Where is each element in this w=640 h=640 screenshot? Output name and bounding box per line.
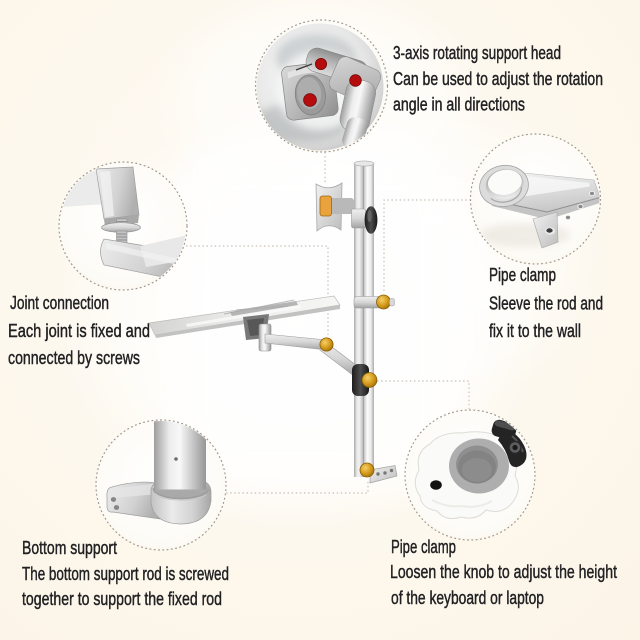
- svg-text:of the keyboard or laptop: of the keyboard or laptop: [391, 587, 544, 608]
- svg-text:together to support the fixed: together to support the fixed rod: [22, 588, 222, 609]
- svg-text:Pipe clamp: Pipe clamp: [489, 264, 556, 285]
- svg-text:The bottom support rod is scre: The bottom support rod is screwed: [22, 563, 229, 584]
- svg-text:Sleeve the rod and: Sleeve the rod and: [489, 293, 603, 314]
- svg-text:connected by screws: connected by screws: [8, 347, 140, 368]
- svg-text:Loosen the knob to adjust the: Loosen the knob to adjust the height: [390, 561, 618, 582]
- svg-text:Pipe clamp: Pipe clamp: [391, 536, 456, 557]
- svg-text:Each joint is fixed and: Each joint is fixed and: [8, 320, 150, 341]
- svg-text:Joint connection: Joint connection: [10, 292, 109, 313]
- svg-text:angle in all directions: angle in all directions: [393, 94, 525, 115]
- svg-text:Can be used to adjust the rota: Can be used to adjust the rotation: [393, 68, 603, 89]
- svg-text:fix it to the wall: fix it to the wall: [489, 320, 581, 341]
- svg-text:3-axis rotating support head: 3-axis rotating support head: [393, 42, 561, 63]
- svg-text:Bottom support: Bottom support: [22, 537, 118, 558]
